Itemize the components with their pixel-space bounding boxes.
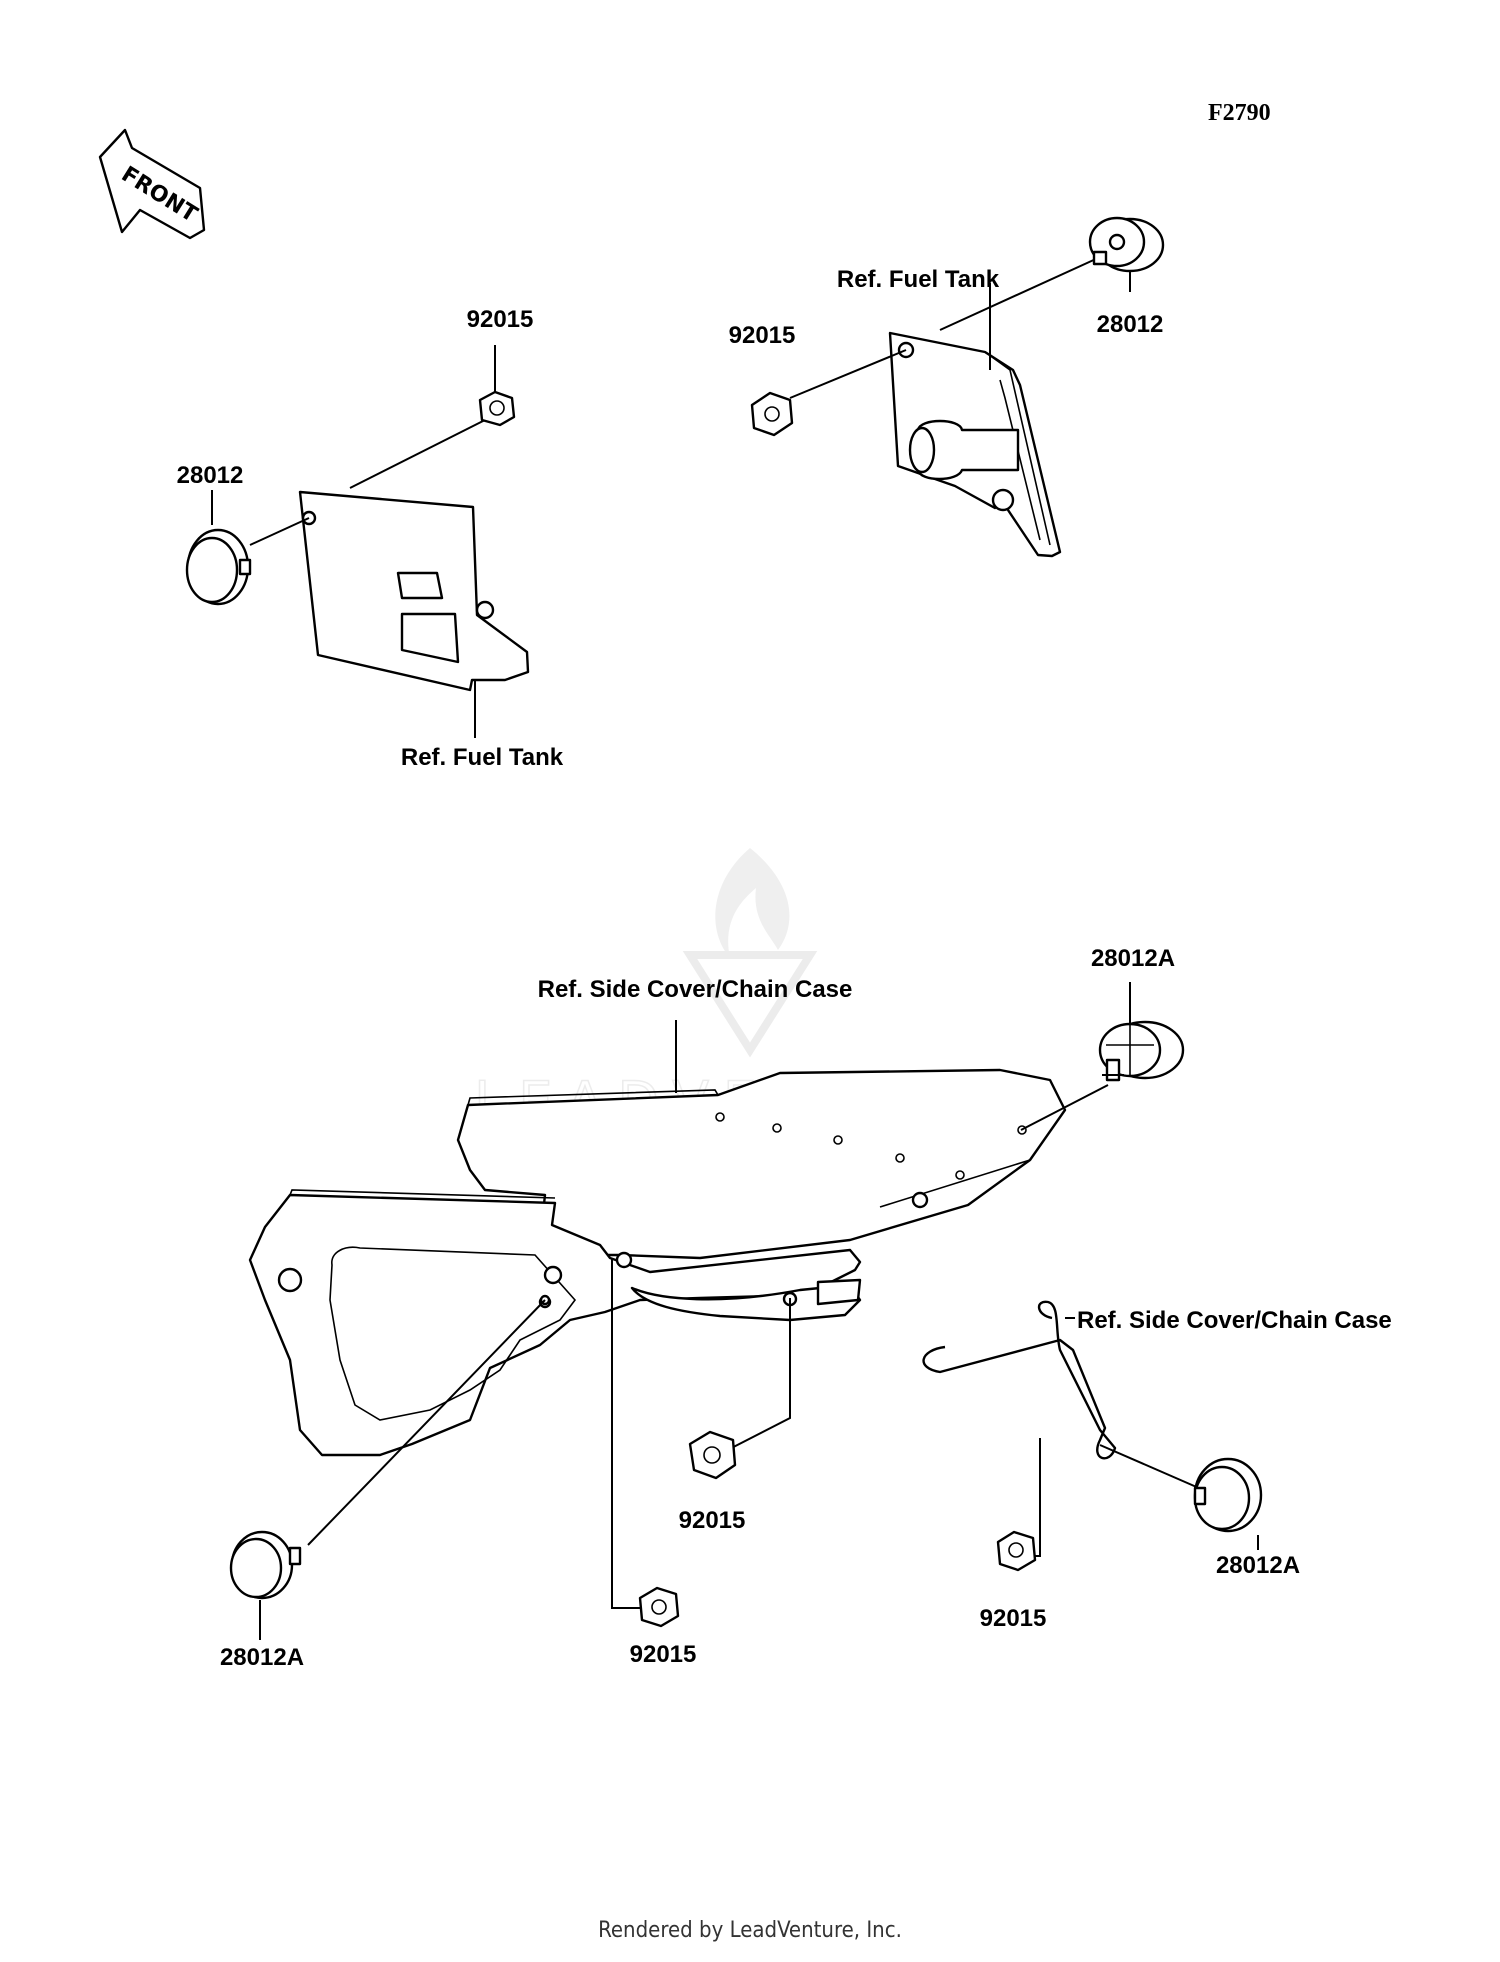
part-number-28012a: 28012A [1091, 945, 1175, 972]
front-direction-arrow-icon: FRONT [98, 128, 206, 240]
leader-line [611, 1258, 645, 1609]
part-number-92015: 92015 [630, 1641, 697, 1668]
part-number-92015: 92015 [467, 306, 534, 333]
part-number-28012: 28012 [177, 462, 244, 489]
leader-line [711, 1298, 791, 1459]
nut-92015-icon [750, 391, 794, 437]
nut-92015-icon [996, 1530, 1037, 1572]
leader-line [939, 257, 1099, 331]
part-number-28012a: 28012A [220, 1644, 304, 1671]
grommet-28012-icon [185, 528, 252, 606]
part-number-28012a: 28012A [1216, 1552, 1300, 1579]
nut-92015-icon [688, 1430, 737, 1480]
render-credit: Rendered by LeadVenture, Inc. [598, 1918, 902, 1943]
fuel-tank-bracket-right [888, 331, 1062, 558]
leader-line [249, 517, 310, 546]
nut-92015-icon [478, 390, 516, 427]
leader-line [349, 419, 486, 489]
ref-fuel-tank-label: Ref. Fuel Tank [401, 744, 564, 771]
ref-side-cover-chain-case-label: Ref. Side Cover/Chain Case [538, 976, 853, 1003]
leader-line [1099, 1444, 1209, 1493]
grommet-28012a-icon [1098, 1020, 1185, 1082]
part-number-92015: 92015 [729, 322, 796, 349]
leader-line [789, 349, 907, 399]
leader-line [1020, 1084, 1109, 1131]
ref-fuel-tank-label: Ref. Fuel Tank [837, 266, 1000, 293]
fuel-tank-bracket-left [298, 490, 530, 692]
leader-line [307, 1299, 546, 1546]
part-number-28012: 28012 [1097, 311, 1164, 338]
grommet-28012a-icon [1193, 1457, 1263, 1533]
grommet-28012-icon [1088, 216, 1165, 273]
part-number-92015: 92015 [679, 1507, 746, 1534]
part-number-92015: 92015 [980, 1605, 1047, 1632]
figure-id: F2790 [1208, 100, 1271, 126]
nut-92015-icon [638, 1586, 680, 1628]
grommet-28012a-icon [229, 1530, 302, 1600]
side-cover-assembly [248, 1068, 1067, 1457]
ref-side-cover-chain-case-label: Ref. Side Cover/Chain Case [1077, 1307, 1392, 1334]
